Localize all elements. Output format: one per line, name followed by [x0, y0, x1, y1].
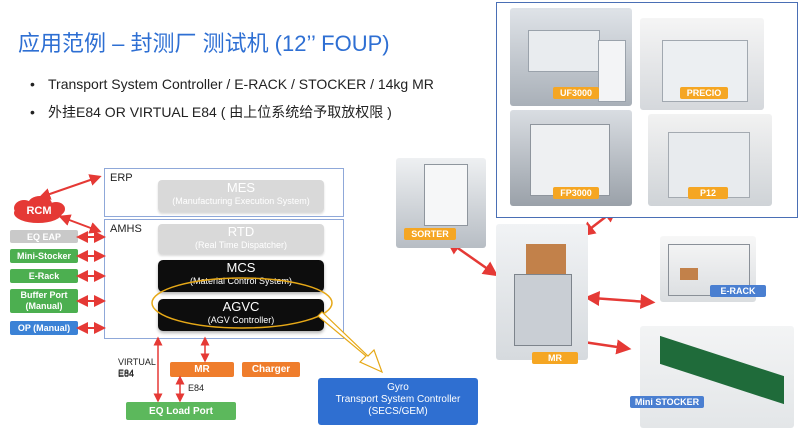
mcs-name: MCS: [226, 260, 256, 275]
amhs-label: AMHS: [110, 223, 142, 235]
rtd-sub: (Real Time Dispatcher): [194, 240, 288, 250]
bullet-2: •外挂E84 OR VIRTUAL E84 ( 由上位系统给予取放权限 ): [30, 104, 392, 120]
mini-stocker-item: Mini-Stocker: [10, 249, 78, 263]
mini-stocker-tag: Mini STOCKER: [630, 396, 704, 408]
erp-label: ERP: [110, 172, 133, 184]
fp3000-photo: [510, 110, 632, 206]
mcs-sub: (Material Control System): [189, 276, 293, 286]
p12-tag: P12: [688, 187, 728, 199]
e84-label-1: E84: [118, 369, 135, 379]
mes-name: MES: [226, 180, 256, 195]
mini-stocker-photo: [640, 326, 794, 428]
virtual-e84-label: VIRTUAL E84: [118, 357, 156, 378]
gyro-line3: (SECS/GEM): [368, 406, 428, 417]
op-manual-item: OP (Manual): [10, 321, 78, 335]
mcs-block: MCS (Material Control System): [158, 260, 324, 292]
mr-box: MR: [170, 362, 234, 377]
bullet-1: •Transport System Controller / E-RACK / …: [30, 76, 434, 92]
agvc-name: AGVC: [222, 299, 260, 314]
rtd-name: RTD: [227, 224, 255, 239]
fp3000-tag: FP3000: [553, 187, 599, 199]
charger-box: Charger: [242, 362, 300, 377]
e-rack-item: E-Rack: [10, 269, 78, 283]
agvc-sub: (AGV Controller): [207, 315, 275, 325]
e84-label-2: E84: [188, 383, 205, 393]
page-title: 应用范例 – 封测厂 测试机 (12’’ FOUP): [18, 31, 390, 56]
buffer-port-item: Buffer Port (Manual): [10, 289, 78, 313]
mes-sub: (Manufacturing Execution System): [172, 196, 310, 206]
gyro-line2: Transport System Controller: [335, 394, 461, 405]
rcm-label: RCM: [26, 205, 52, 217]
precio-tag: PRECIO: [680, 87, 728, 99]
bullet-2-text: 外挂E84 OR VIRTUAL E84 ( 由上位系统给予取放权限 ): [48, 104, 392, 120]
mr-robot-photo: [496, 224, 588, 360]
bullet-1-text: Transport System Controller / E-RACK / S…: [48, 76, 434, 92]
rtd-block: RTD (Real Time Dispatcher): [158, 224, 324, 254]
gyro-box: Gyro Transport System Controller (SECS/G…: [318, 378, 478, 425]
eq-load-port-box: EQ Load Port: [126, 402, 236, 420]
rcm-cloud-icon: [14, 196, 65, 223]
gyro-line1: Gyro: [387, 382, 409, 393]
mes-block: MES (Manufacturing Execution System): [158, 180, 324, 212]
sorter-tag: SORTER: [404, 228, 456, 240]
agvc-block: AGVC (AGV Controller): [158, 299, 324, 331]
erack-tag: E-RACK: [710, 285, 766, 297]
uf3000-tag: UF3000: [553, 87, 599, 99]
mr-tag: MR: [532, 352, 578, 364]
